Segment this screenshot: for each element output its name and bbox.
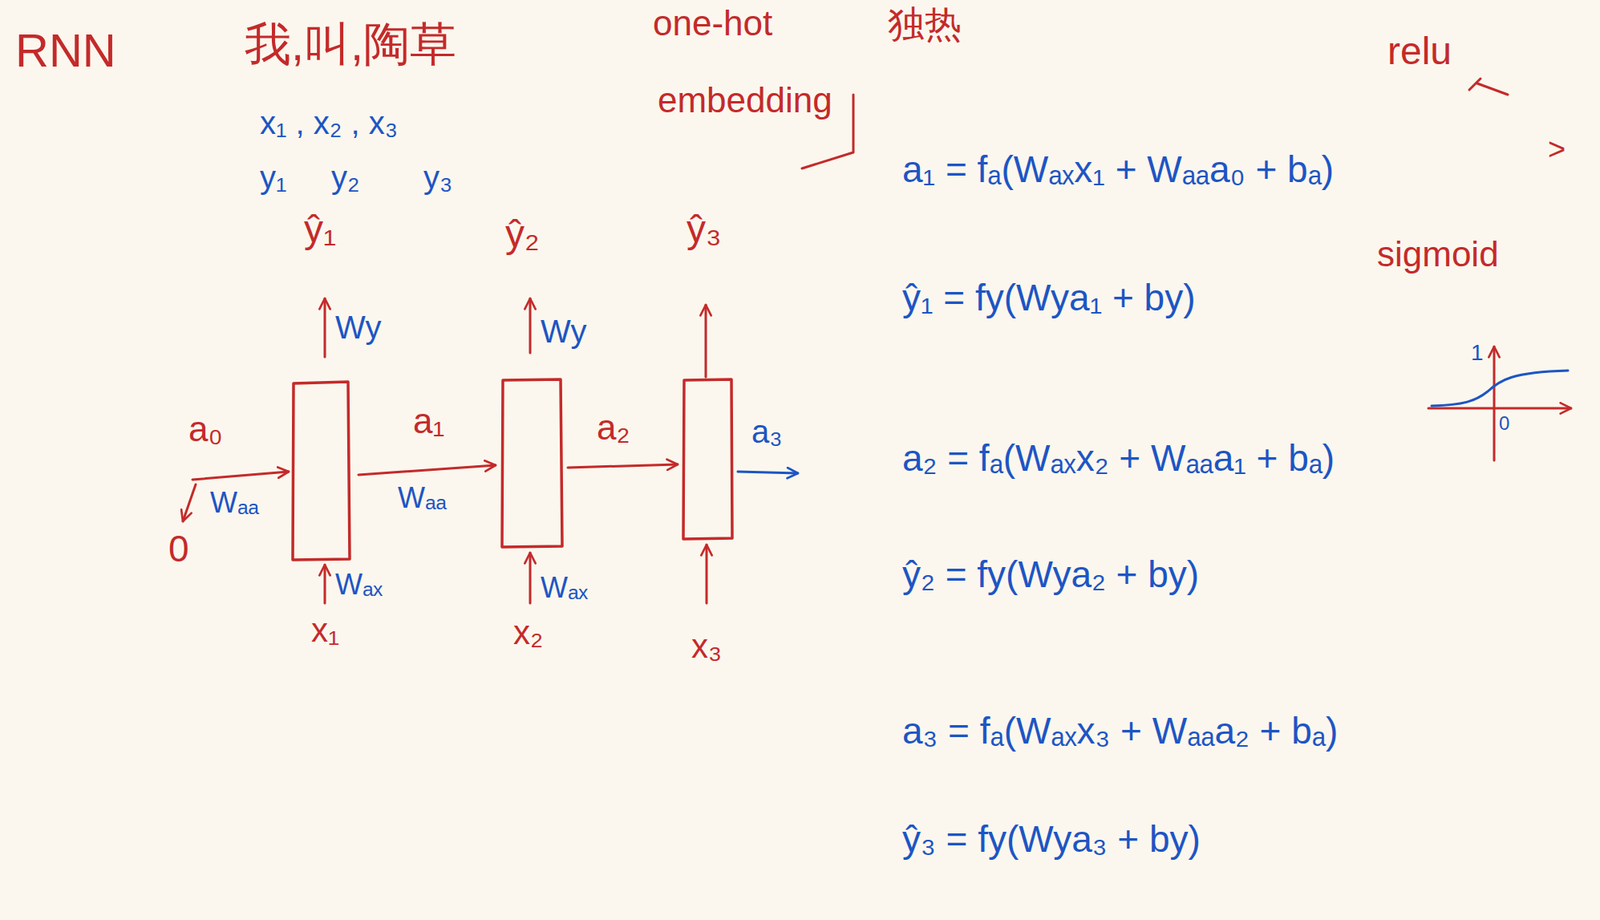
axis-tick: 0 xyxy=(1498,412,1510,435)
sentence-text: 我,叫,陶草 xyxy=(244,17,457,72)
weight-label: Wₐₐ xyxy=(210,486,260,519)
state-label: a₂ xyxy=(596,407,631,449)
equation: a₁ = fₐ(Wₐₓx₁ + Wₐₐa₀ + bₐ) xyxy=(902,148,1334,191)
activation-note: sigmoid xyxy=(1377,234,1499,276)
state-arrow xyxy=(192,471,289,480)
output-label: ŷ₁ xyxy=(303,206,337,252)
rnn-cell xyxy=(292,381,350,560)
equation: a₃ = fₐ(Wₐₓx₃ + Wₐₐa₂ + bₐ) xyxy=(902,709,1338,753)
output-label: ŷ₂ xyxy=(505,211,540,256)
rnn-cell xyxy=(683,379,733,539)
target-label: y₁ xyxy=(259,158,288,196)
input-label: x₁ xyxy=(311,611,340,650)
sigmoid-axes xyxy=(1428,346,1572,461)
relu-sketch xyxy=(1469,78,1508,95)
state-arrow xyxy=(737,471,798,474)
input-label: x₂ xyxy=(513,613,543,653)
rnn-cell xyxy=(502,379,563,547)
rnn-cells xyxy=(292,379,733,560)
red-arrows xyxy=(182,298,707,604)
activation-note: relu xyxy=(1387,28,1452,73)
input-arrow xyxy=(529,552,532,604)
target-label: y₂ xyxy=(331,158,361,196)
input-arrow xyxy=(705,544,709,604)
weight-label: Wₐₓ xyxy=(540,571,588,604)
init-arrow xyxy=(182,484,196,522)
output-label: ŷ₃ xyxy=(686,206,722,252)
equation: ŷ₃ = fy(Wya₃ + by) xyxy=(902,818,1201,861)
init-value: 0 xyxy=(168,527,190,571)
equation: a₂ = fₐ(Wₐₓx₂ + Wₐₐa₁ + bₐ) xyxy=(902,437,1335,480)
output-arrow xyxy=(704,304,708,377)
equation: ŷ₂ = fy(Wya₂ + by) xyxy=(902,553,1199,596)
state-arrow xyxy=(358,465,496,475)
encoding-note: 独热 xyxy=(887,3,962,46)
axis-tick: 1 xyxy=(1470,340,1484,366)
weight-label: Wₐₓ xyxy=(335,567,383,601)
encoding-note: embedding xyxy=(657,80,833,122)
x-axis xyxy=(1428,407,1572,410)
output-arrow xyxy=(324,298,327,357)
encoding-note: one-hot xyxy=(652,3,773,45)
weight-label: Wy xyxy=(335,308,381,346)
input-label: x₃ xyxy=(691,627,722,666)
equation: ŷ₁ = fy(Wya₁ + by) xyxy=(902,276,1195,320)
state-arrow xyxy=(567,464,678,468)
input-arrow xyxy=(324,564,327,604)
sigmoid-curve xyxy=(1431,370,1568,406)
state-label: a₁ xyxy=(413,401,445,442)
weight-label: Wy xyxy=(540,312,587,350)
y-axis xyxy=(1493,346,1496,461)
state-label: a₀ xyxy=(188,409,223,450)
activation-note: > xyxy=(1547,132,1566,168)
input-tokens: x₁ , x₂ , x₃ xyxy=(259,104,398,142)
title-text: RNN xyxy=(15,24,117,78)
target-label: y₃ xyxy=(423,158,453,196)
state-label: a₃ xyxy=(751,413,783,450)
weight-label: Wₐₐ xyxy=(397,481,447,515)
output-arrow xyxy=(529,298,532,353)
